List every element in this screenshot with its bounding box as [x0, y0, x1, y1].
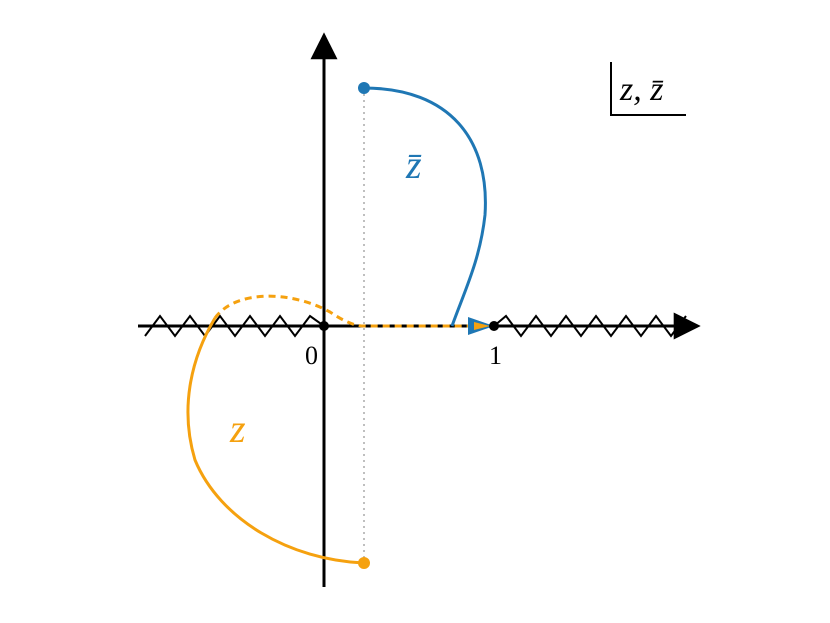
zbar-curve	[363, 86, 487, 327]
branch-cut-right-zigzag	[493, 314, 687, 338]
branch-cut-left-zigzag	[144, 314, 325, 338]
zbar-start-point	[358, 82, 370, 94]
z-start-point	[358, 557, 370, 569]
path-arrowhead-orange	[474, 322, 490, 330]
z-curve-solid	[186, 317, 365, 565]
z-curve-label: z	[229, 406, 246, 451]
tick-label-zero: 0	[305, 341, 318, 370]
variable-box-label: z, z̄	[619, 71, 664, 108]
point-one	[489, 321, 499, 331]
tick-label-one: 1	[489, 341, 502, 370]
zbar-curve-label: z̄	[405, 142, 422, 187]
origin-point	[319, 321, 329, 331]
z-curve-dashed	[213, 294, 478, 328]
